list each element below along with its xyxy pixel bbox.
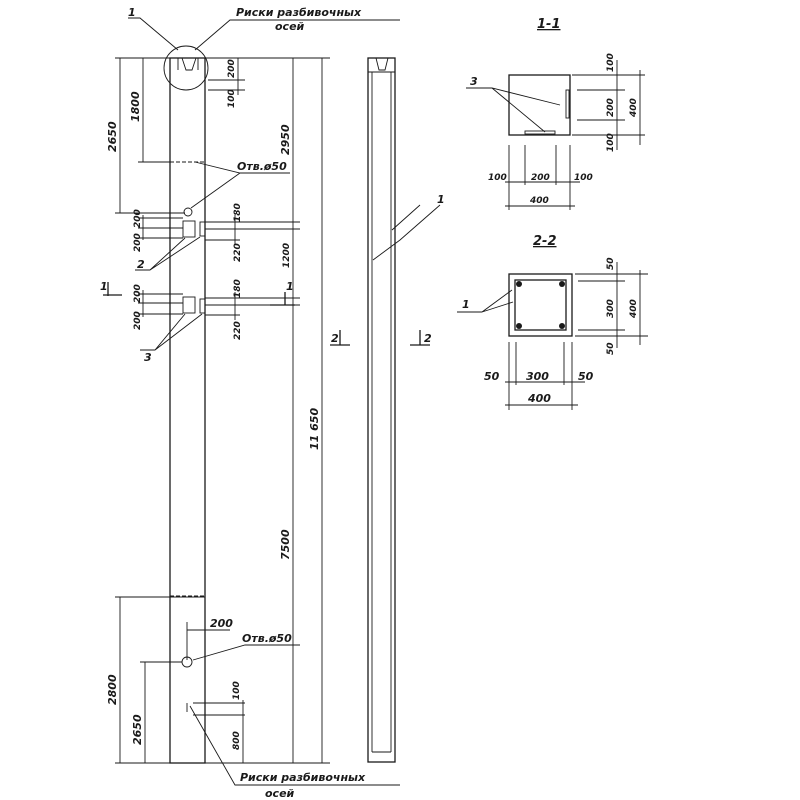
s2-dim-400h: 400 bbox=[527, 392, 551, 405]
section-2-2 bbox=[457, 262, 648, 410]
s1-dim-100c: 100 bbox=[488, 173, 507, 183]
cut-2-left-label: 2 bbox=[331, 332, 339, 345]
dim-220b: 220 bbox=[233, 321, 243, 340]
section-1-1 bbox=[466, 60, 645, 210]
dimension-lines bbox=[103, 17, 441, 786]
dim-100-top: 100 bbox=[227, 89, 237, 108]
dim-100-bottom: 100 bbox=[232, 681, 242, 700]
s2-dim-50d: 50 bbox=[578, 370, 594, 383]
hole-label-top: Отв.ø50 bbox=[237, 160, 287, 173]
s2-dim-300h: 300 bbox=[526, 370, 549, 383]
position-1-section-label: 1 bbox=[462, 298, 470, 311]
dim-200a: 200 bbox=[133, 209, 143, 228]
s1-dim-400h: 400 bbox=[529, 196, 549, 206]
s1-dim-100b: 100 bbox=[606, 133, 616, 152]
position-1-side-label: 1 bbox=[437, 193, 445, 206]
position-2-label: 2 bbox=[137, 258, 145, 271]
s1-dim-400v: 400 bbox=[629, 98, 639, 118]
dim-1200: 1200 bbox=[282, 243, 292, 268]
axes-marks-label-bottom-2: осей bbox=[265, 787, 295, 800]
axes-marks-label-top-2: осей bbox=[275, 20, 305, 33]
dim-180a: 180 bbox=[233, 203, 243, 222]
dim-1800: 1800 bbox=[129, 91, 142, 122]
s2-dim-50a: 50 bbox=[606, 257, 616, 270]
dim-11650: 11 650 bbox=[308, 408, 321, 450]
detail-circle bbox=[163, 45, 209, 91]
dim-200-bottom: 200 bbox=[210, 617, 233, 630]
s2-dim-50b: 50 bbox=[606, 342, 616, 355]
dim-2950: 2950 bbox=[279, 124, 292, 155]
dim-180b: 180 bbox=[233, 279, 243, 298]
column-side-view bbox=[367, 57, 396, 763]
s2-dim-50c: 50 bbox=[484, 370, 500, 383]
s1-dim-200v: 200 bbox=[606, 98, 616, 117]
cut-1-left-label: 1 bbox=[100, 280, 108, 293]
dim-200b: 200 bbox=[133, 233, 143, 252]
cut-1-right-label: 1 bbox=[286, 280, 294, 293]
dim-2650-bottom: 2650 bbox=[131, 714, 144, 745]
section-1-title: 1-1 bbox=[537, 17, 561, 32]
cut-2-right-label: 2 bbox=[424, 332, 432, 345]
embedded-plate-2 bbox=[182, 220, 196, 238]
section-2-title: 2-2 bbox=[533, 234, 557, 249]
s1-dim-100d: 100 bbox=[574, 173, 593, 183]
drawing-labels: Риски разбивочных осей Риски разбивочных… bbox=[100, 6, 639, 800]
hole-top bbox=[183, 207, 193, 217]
dim-220a: 220 bbox=[233, 243, 243, 262]
dim-2650-top: 2650 bbox=[106, 121, 119, 152]
dim-200c: 200 bbox=[133, 284, 143, 303]
s1-dim-100a: 100 bbox=[606, 53, 616, 72]
axes-marks-label-bottom: Риски разбивочных bbox=[240, 771, 366, 784]
dim-800: 800 bbox=[232, 731, 242, 750]
dim-200-top: 200 bbox=[227, 59, 237, 78]
position-3-label: 3 bbox=[144, 351, 152, 364]
dim-2800: 2800 bbox=[106, 674, 119, 705]
hole-label-bottom: Отв.ø50 bbox=[242, 632, 292, 645]
s2-dim-400v: 400 bbox=[629, 299, 639, 319]
position-3-section-label: 3 bbox=[470, 75, 478, 88]
dim-7500: 7500 bbox=[279, 529, 292, 560]
axes-marks-label-top: Риски разбивочных bbox=[236, 6, 362, 19]
position-1-label: 1 bbox=[128, 6, 136, 19]
embedded-plate-3 bbox=[182, 296, 196, 314]
dim-200d: 200 bbox=[133, 311, 143, 330]
s2-dim-300v: 300 bbox=[606, 299, 616, 318]
s1-dim-200h: 200 bbox=[531, 173, 550, 183]
column-front-view bbox=[163, 45, 209, 764]
